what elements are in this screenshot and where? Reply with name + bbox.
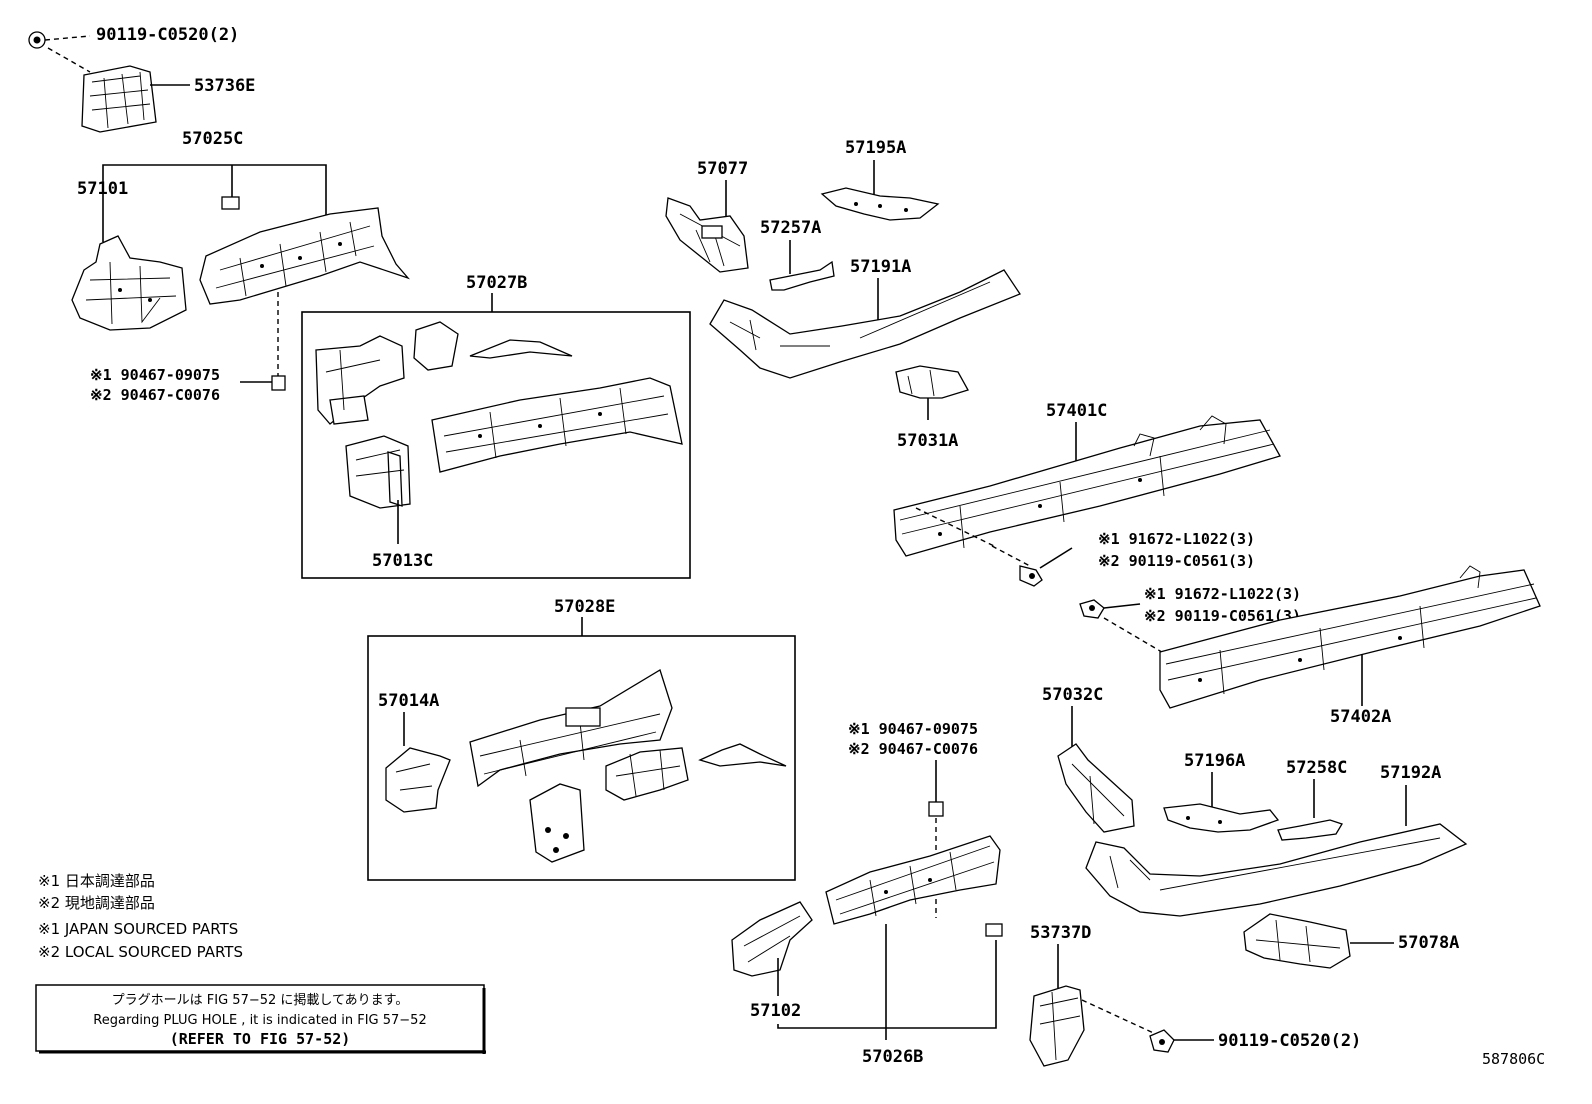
part-57402A-rocker [1159,565,1541,709]
label-57401C: 57401C [1046,401,1107,421]
part-57102 [731,901,813,977]
legend-jp-2: ※2 現地調達部品 [38,894,155,912]
part-57401C-rocker [893,415,1281,557]
notice-line-3: (REFER TO FIG 57-52) [170,1030,351,1048]
label-57027B: 57027B [466,273,527,293]
label-57196A: 57196A [1184,751,1245,771]
notice-line-1: プラグホールは FIG 57−52 に掲載してあります。 [112,992,409,1008]
part-53737D [1029,985,1085,1067]
label-57191A: 57191A [850,257,911,277]
part-57025C-apron [199,207,411,305]
part-group-57028E [385,669,787,863]
part-57196A [1163,803,1280,833]
bolt-icon-57401C [1019,565,1043,587]
label-57402A: 57402A [1330,707,1391,727]
label-91672-a1: ※1 91672-L1022(3) [1098,530,1255,548]
notice-box: プラグホールは FIG 57−52 に掲載してあります。 Regarding P… [35,984,486,1054]
figure-id: 587806C [1482,1050,1545,1068]
label-57032C: 57032C [1042,685,1103,705]
part-57257A [769,260,835,291]
part-57195A [820,187,940,221]
label-90467-b1: ※1 90467-09075 [848,720,978,738]
label-53736E: 53736E [194,76,255,96]
legend-en-2: ※2 LOCAL SOURCED PARTS [38,943,243,961]
part-57192A [1085,823,1468,917]
label-53737D: 53737D [1030,923,1091,943]
notice-line-2: Regarding PLUG HOLE , it is indicated in… [93,1013,426,1028]
label-90119-b2: ※2 90119-C0561(3) [1144,607,1301,625]
label-57258C: 57258C [1286,758,1347,778]
label-57031A: 57031A [897,431,958,451]
label-57026B: 57026B [862,1047,923,1067]
label-57101: 57101 [77,179,128,199]
label-57028E: 57028E [554,597,615,617]
legend-jp-1: ※1 日本調達部品 [38,872,155,890]
label-91672-b1: ※1 91672-L1022(3) [1144,585,1301,603]
part-57101 [71,235,187,331]
part-57026B-apron [825,835,1001,925]
part-group-57027B [315,321,683,509]
part-57032C [1057,743,1135,833]
legend-en-1: ※1 JAPAN SOURCED PARTS [38,920,238,938]
bolt-icon-bottom [1149,1029,1175,1053]
part-57078A [1243,913,1351,969]
label-57102: 57102 [750,1001,801,1021]
label-90467-b2: ※2 90467-C0076 [848,740,978,758]
assembly-box-57027B [301,311,691,579]
clip-part [221,196,240,210]
part-57258C [1277,819,1343,841]
label-90119-a2: ※2 90119-C0561(3) [1098,552,1255,570]
label-57257A: 57257A [760,218,821,238]
label-90119-bottom: 90119-C0520(2) [1218,1031,1361,1051]
label-57078A: 57078A [1398,933,1459,953]
label-90467-a1: ※1 90467-09075 [90,366,220,384]
part-57031A [895,365,969,399]
label-57014A: 57014A [378,691,439,711]
bolt-icon-top [28,31,91,49]
label-57025C: 57025C [182,129,243,149]
part-57077 [665,197,749,273]
part-53736E [81,65,157,133]
bolt-icon-57402A [1079,599,1105,619]
label-57192A: 57192A [1380,763,1441,783]
label-57195A: 57195A [845,138,906,158]
label-90119-top: 90119-C0520(2) [96,25,239,45]
assembly-box-57028E [367,635,796,881]
part-57191A [709,269,1021,379]
label-57013C: 57013C [372,551,433,571]
label-57077: 57077 [697,159,748,179]
label-90467-a2: ※2 90467-C0076 [90,386,220,404]
